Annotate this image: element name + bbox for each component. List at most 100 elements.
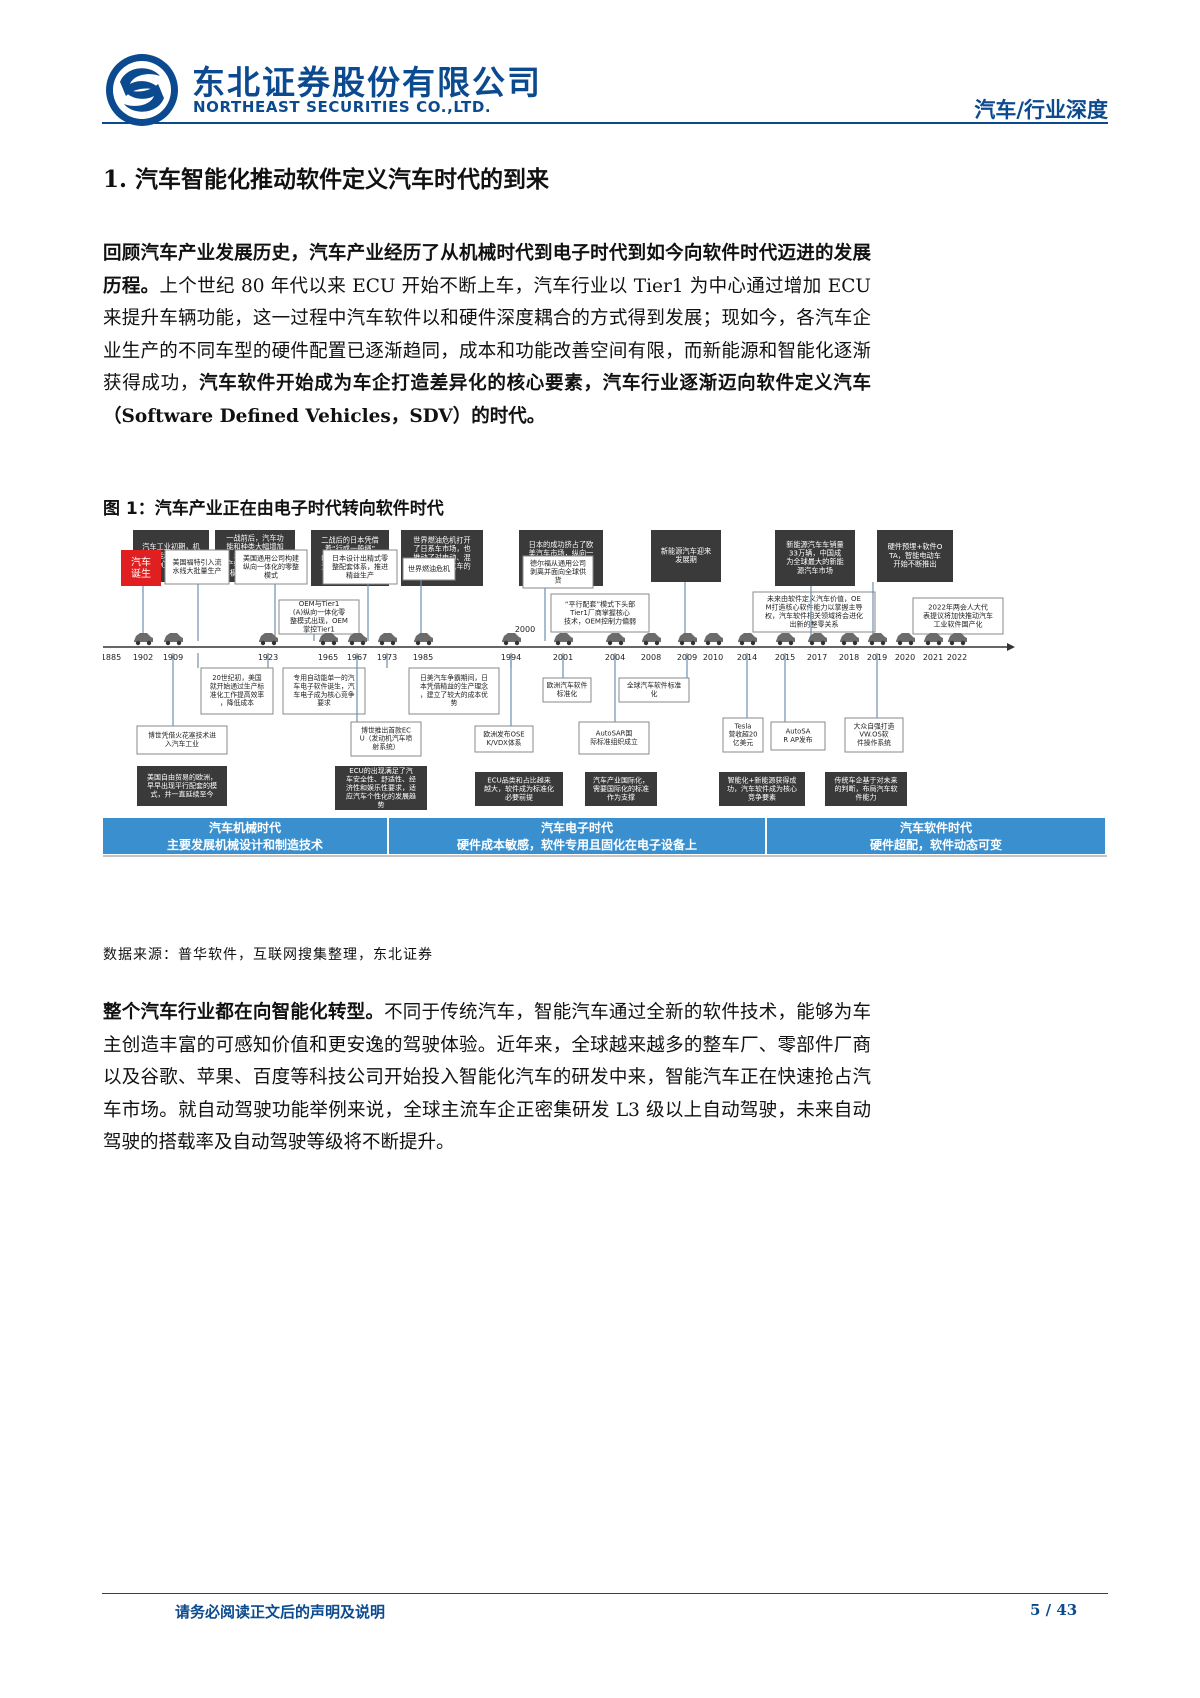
lower-event-box: 专用自动能单一的汽车电子软件诞生，汽车电子成为核心竞争要求: [282, 667, 366, 715]
year-label: 1965: [318, 653, 338, 662]
year-label: 1902: [133, 653, 153, 662]
car-icon: [896, 633, 915, 646]
lower-event-box-text: 日美汽车争霸期间，日本凭借精益的生产理念，建立了较大的成本优势: [420, 673, 488, 707]
upper-event-box: 世界燃油危机: [402, 557, 456, 581]
lower-era-box: ECU品类和占比越来越大，软件成为标准化必要前提: [475, 772, 563, 806]
lower-event-box: 博世凭借火花塞技术进入汽车工业: [136, 725, 228, 755]
era-name: 汽车软件时代: [900, 820, 972, 835]
year-label: 1885: [103, 653, 121, 662]
lower-event-box-text: 专用自动能单一的汽车电子软件诞生，汽车电子成为核心竞争要求: [293, 673, 354, 707]
lower-event-box-text: AutoSAR国际标准组织成立: [590, 730, 638, 746]
upper-event-box-text: 美国通用公司构建纵向一体化的零整模式: [243, 553, 299, 579]
second-paragraph: 整个汽车行业都在向智能化转型。不同于传统汽车，智能汽车通过全新的软件技术，能够为…: [103, 997, 871, 1160]
lower-event-box-text: 博世凭借火花塞技术进入汽车工业: [148, 731, 216, 748]
company-name-en: NORTHEAST SECURITIES CO.,LTD.: [193, 98, 492, 116]
upper-event-box: 美国通用公司构建纵向一体化的零整模式: [234, 549, 308, 585]
car-icon: [164, 633, 183, 646]
intro-text: 上个世纪 80 年代以来 ECU 开始不断上车，汽车行业以 Tier1 为中心通…: [103, 275, 871, 395]
lower-era-box-text: ECU品类和占比越来越大，软件成为标准化必要前提: [484, 775, 554, 801]
footer-divider: [102, 1593, 1108, 1594]
car-icon: [606, 633, 625, 646]
car-icon: [948, 633, 967, 646]
car-icon: [776, 633, 795, 646]
year-label: 2008: [641, 653, 661, 662]
car-icon: [378, 633, 397, 646]
lower-era-box: 美国自由贸易的欧洲，早早出现平行配套的模式，并一直延续至今: [137, 766, 227, 806]
lower-event-box-text: 20世纪初，美国就开始通过生产标准化工作提高效率，降低成本: [210, 673, 265, 707]
year-label: 2021: [923, 653, 943, 662]
lower-era-box-text: 智能化+新能源获得成功，汽车软件成为核心竞争要素: [727, 775, 797, 801]
upper-event-box-text: 世界燃油危机: [408, 564, 450, 573]
year-label: 2017: [807, 653, 827, 662]
car-icon: [319, 633, 338, 646]
report-type-label: 汽车/行业深度: [974, 98, 1108, 122]
era-description: 硬件成本敏感，软件专用且固化在电子设备上: [457, 837, 697, 852]
page-number: 5 / 43: [1030, 1601, 1078, 1619]
car-icon: [738, 633, 757, 646]
second-bold-lead: 整个汽车行业都在向智能化转型。: [103, 1002, 385, 1023]
era-name: 汽车电子时代: [541, 820, 613, 835]
lower-event-box: AutoSAR国际标准组织成立: [578, 721, 650, 755]
disclaimer-note: 请务必阅读正文后的声明及说明: [175, 1603, 386, 1621]
lower-era-box: 传统车企基于对未来的判断，布局汽车软件能力: [825, 772, 907, 806]
header-divider: [102, 122, 1108, 124]
intro-bold-lead: 回顾汽车产业发展历史，汽车产业经历了从机械时代到电子时代到如今向软件时代迈进的发…: [103, 243, 871, 297]
year-label: 2010: [703, 653, 723, 662]
section-title: 1. 汽车智能化推动软件定义汽车时代的到来: [103, 166, 550, 193]
company-logo-icon: [106, 54, 178, 126]
era-description: 硬件超配，软件动态可变: [870, 837, 1002, 852]
lower-event-box: 全球汽车软件标准化: [618, 677, 690, 703]
upper-event-box: 美国福特引入流水线大批量生产: [164, 549, 230, 585]
car-icon: [642, 633, 661, 646]
year-label: 2022: [947, 653, 967, 662]
car-icon: [808, 633, 827, 646]
car-icon: [868, 633, 887, 646]
lower-era-box: 智能化+新能源获得成功，汽车软件成为核心竞争要素: [719, 772, 805, 806]
car-icon: [840, 633, 859, 646]
top-era-box-text: 新能源汽车迎来发展期: [661, 547, 711, 565]
lower-era-box: ECU的出现满足了汽车安全性、舒适性、经济性和娱乐性要求，适应汽车个性化的发展趋…: [335, 766, 427, 810]
car-icon: [414, 633, 433, 646]
intro-paragraph: 回顾汽车产业发展历史，汽车产业经历了从机械时代到电子时代到如今向软件时代迈进的发…: [103, 238, 871, 433]
car-icon: [704, 633, 723, 646]
top-era-box: 新能源汽车迎来发展期: [651, 530, 721, 582]
lower-event-box: 日美汽车争霸期间，日本凭借精益的生产理念，建立了较大的成本优势: [408, 667, 500, 715]
red-highlight-box: 汽车诞生: [121, 550, 161, 586]
car-icon: [134, 633, 153, 646]
lower-era-box-text: 美国自由贸易的欧洲，早早出现平行配套的模式，并一直延续至今: [147, 772, 217, 798]
upper-event-box: 2022年两会人大代表提议将加快推动汽车工业软件国产化: [912, 597, 1004, 635]
car-icon: [678, 633, 697, 646]
year-2000-label: 2000: [515, 625, 535, 634]
car-icon: [924, 633, 943, 646]
year-label: 1985: [413, 653, 433, 662]
lower-era-box: 汽车产业国际化，需要国际化的标准作为支撑: [585, 772, 657, 806]
second-text: 不同于传统汽车，智能汽车通过全新的软件技术，能够为车主创造丰富的可感知价值和更安…: [103, 1002, 871, 1153]
lower-event-box: 20世纪初，美国就开始通过生产标准化工作提高效率，降低成本: [200, 667, 274, 715]
car-icon: [554, 633, 573, 646]
upper-event-box-text: 日本设计出精式零整配套体系，推进精益生产: [332, 553, 388, 579]
year-label: 2020: [895, 653, 915, 662]
lower-era-box-text: ECU的出现满足了汽车安全性、舒适性、经济性和娱乐性要求，适应汽车个性化的发展趋…: [346, 766, 416, 809]
upper-event-box: 德尔福从通用公司剥离并面向全球供货: [522, 555, 594, 589]
red-highlight-box-text: 汽车诞生: [131, 556, 151, 581]
